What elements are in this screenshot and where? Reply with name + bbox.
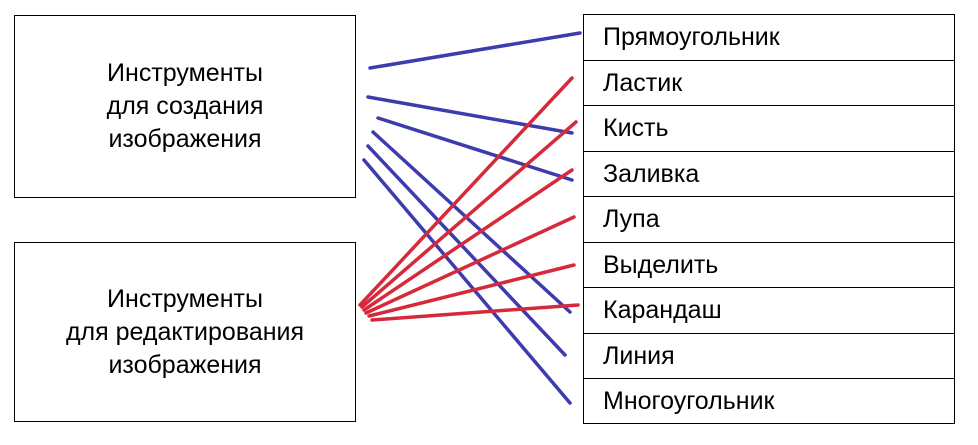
edit-link-fill	[362, 168, 574, 312]
create-label-line-1: Инструменты	[107, 59, 263, 87]
edit-link-pencil	[370, 303, 580, 322]
create-link-rectangle	[368, 31, 582, 70]
create-link-pencil	[371, 130, 572, 314]
create-tools-label: Инструменты для создания изображения	[107, 57, 264, 156]
edit-link-magnifier	[364, 215, 576, 315]
create-tools-category-box: Инструменты для создания изображения	[14, 15, 356, 198]
create-label-line-2: для создания	[106, 92, 264, 120]
edit-label-line-1: Инструменты	[107, 284, 263, 313]
edit-label-line-3: изображения	[108, 350, 262, 379]
tool-row-line: Линия	[584, 334, 954, 379]
create-link-line	[366, 144, 567, 357]
tool-row-brush: Кисть	[584, 106, 954, 152]
tool-row-polygon: Многоугольник	[603, 387, 775, 415]
edit-tools-category-box: Инструменты для редактирования изображен…	[14, 242, 356, 422]
tool-row-magnifier: Лупа	[584, 197, 954, 243]
create-link-brush	[366, 95, 574, 135]
tool-row-fill: Заливка	[584, 152, 954, 197]
tools-table: Прямоугольник Ластик Кисть Заливка Лупа …	[583, 14, 955, 424]
tool-row-pencil: Карандаш	[584, 288, 954, 334]
create-label-line-3: изображения	[108, 125, 262, 153]
create-link-fill	[376, 116, 574, 182]
tool-row-eraser: Ластик	[584, 61, 954, 106]
edit-link-select	[367, 263, 576, 318]
tool-row-select: Выделить	[584, 243, 954, 288]
tool-row-rectangle: Прямоугольник	[584, 15, 954, 61]
create-link-polygon	[362, 158, 572, 405]
edit-link-brush	[360, 120, 578, 309]
edit-tools-label: Инструменты для редактирования изображен…	[66, 283, 304, 382]
edit-label-line-2: для редактирования	[65, 317, 305, 346]
edit-link-eraser	[358, 76, 574, 307]
